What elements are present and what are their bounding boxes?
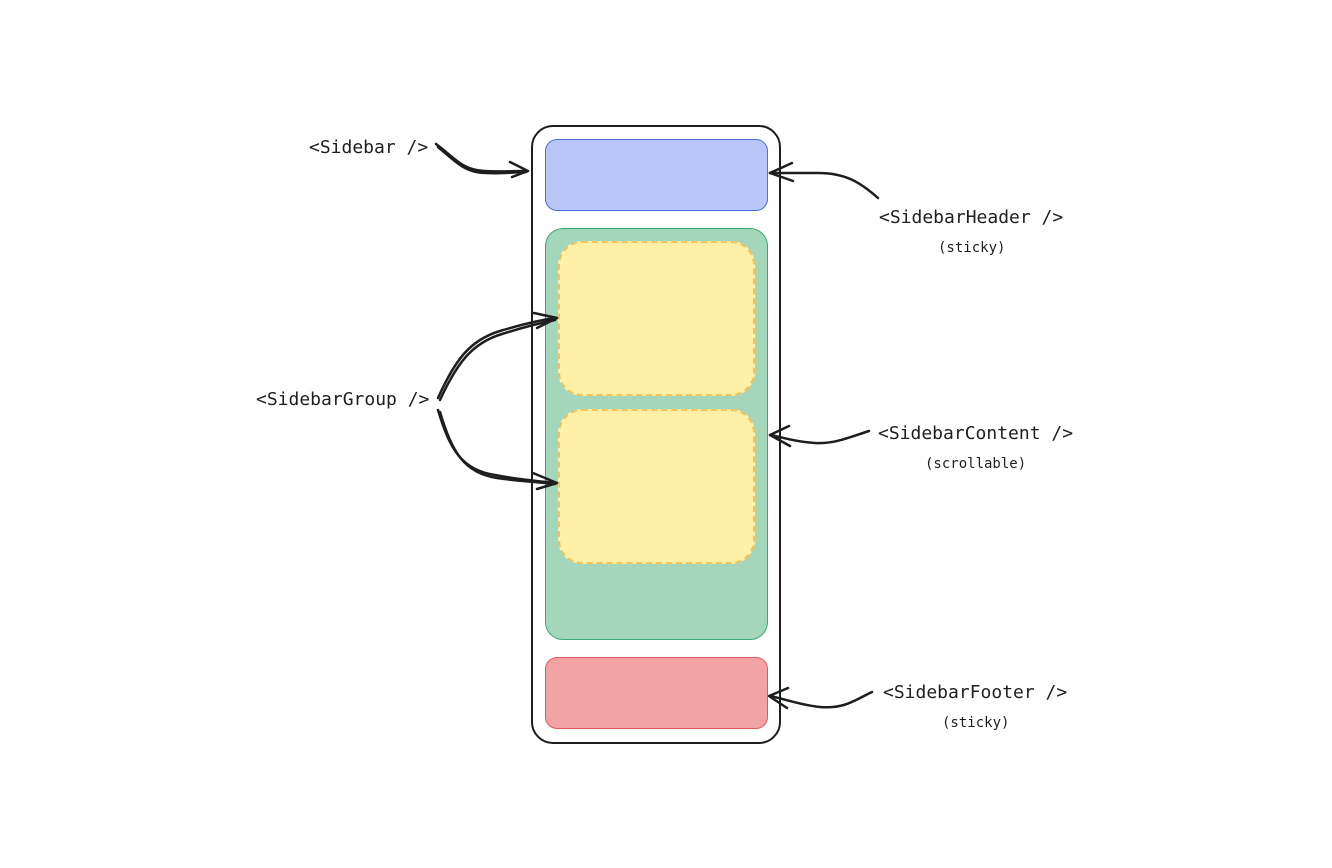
sidebar-content-label: <SidebarContent />: [878, 423, 1074, 444]
sidebar-arrow: [434, 142, 530, 179]
sidebar-group-label: <SidebarGroup />: [256, 389, 430, 410]
sidebar-footer-arrow: [767, 686, 874, 710]
sidebar-footer-label: <SidebarFooter />: [883, 682, 1068, 703]
sidebar-header-arrow: [768, 161, 880, 200]
sidebar-group-arrow-top: [436, 311, 559, 402]
sidebar-content-note: (scrollable): [925, 456, 1027, 472]
sidebar-group-arrow-bottom: [436, 408, 559, 491]
sidebar-label: <Sidebar />: [309, 137, 429, 158]
sidebar-header-label: <SidebarHeader />: [879, 207, 1064, 228]
sidebar-group-box-1: [558, 241, 755, 396]
sidebar-content-arrow: [768, 424, 871, 448]
sidebar-group-box-2: [558, 409, 755, 564]
sidebar-header-note: (sticky): [938, 240, 1006, 256]
sidebar-footer-box: [545, 657, 768, 729]
sidebar-footer-note: (sticky): [942, 715, 1010, 731]
sidebar-header-box: [545, 139, 768, 211]
